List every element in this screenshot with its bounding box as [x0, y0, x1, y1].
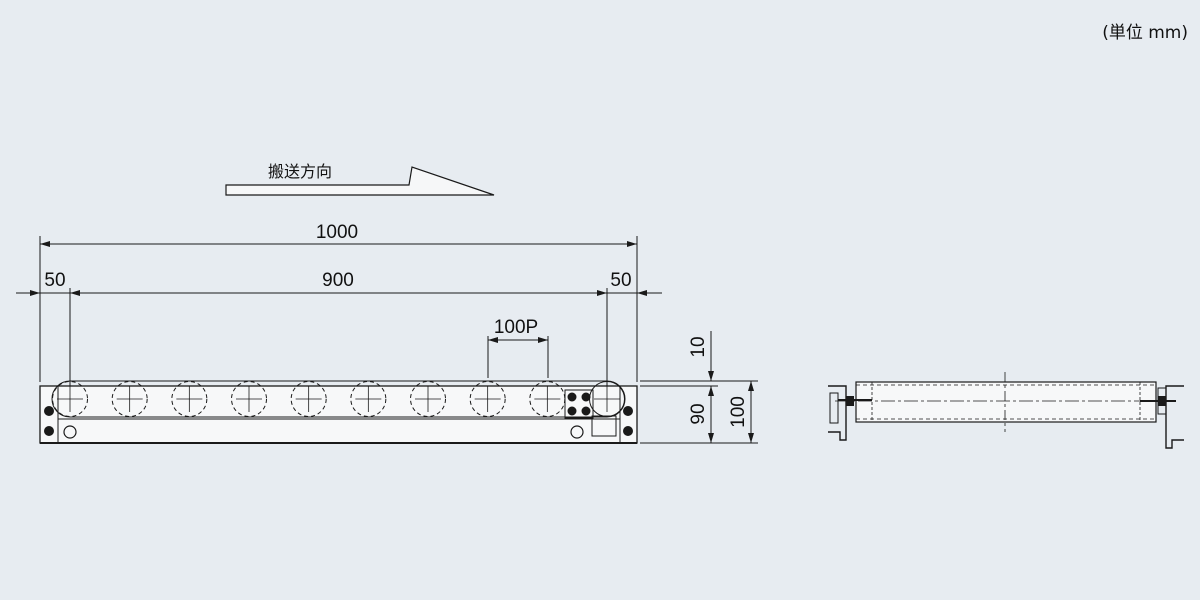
- side-bracket-left: [828, 385, 847, 441]
- roller-circle: [290, 381, 327, 417]
- dim-label-10: 10: [688, 336, 709, 357]
- dim-label-50-right: 50: [610, 270, 631, 291]
- dim-label-1000: 1000: [316, 222, 358, 243]
- roller-6: [350, 381, 387, 417]
- bolt-right-bottom: [623, 426, 633, 436]
- mounting-hole-right: [570, 425, 584, 439]
- motor-bolt-1: [567, 392, 577, 402]
- dim-label-pitch: 100P: [494, 317, 538, 338]
- side-plate-left: [829, 392, 839, 424]
- motor-bolt-3: [567, 406, 577, 416]
- direction-arrow: 搬送方向: [225, 162, 495, 196]
- mounting-hole-left: [63, 425, 77, 439]
- dim-label-50-left: 50: [44, 270, 65, 291]
- front-view: [39, 380, 638, 444]
- roller-circle: [410, 381, 446, 417]
- frame-outline: [39, 385, 638, 444]
- roller-circle: [231, 381, 267, 417]
- side-view: [828, 372, 1184, 449]
- direction-arrow-shape: [225, 166, 495, 196]
- bolt-left-top: [44, 406, 54, 416]
- dim-overall-length: [39, 236, 638, 382]
- roller-4: [231, 381, 267, 417]
- bolt-right-top: [623, 406, 633, 416]
- motor-cover: [591, 415, 617, 437]
- roller-3: [171, 381, 208, 417]
- direction-label: 搬送方向: [268, 162, 332, 181]
- roller-circle: [52, 381, 88, 417]
- side-nut-left: [846, 396, 854, 406]
- roller-10: [589, 381, 625, 417]
- motor-bolt-4: [581, 406, 591, 416]
- dim-label-90: 90: [688, 403, 709, 424]
- dim-vertical: [640, 331, 758, 444]
- roller-circle: [469, 381, 506, 417]
- roller-1: [52, 381, 88, 417]
- roller-8: [469, 381, 506, 417]
- dim-pitch: [487, 336, 549, 378]
- motor-bolt-2: [581, 392, 591, 402]
- roller-5: [290, 381, 327, 417]
- bolt-left-bottom: [44, 426, 54, 436]
- roller-7: [410, 381, 446, 417]
- side-bracket-right: [1165, 385, 1184, 449]
- roller-circle: [171, 381, 208, 417]
- side-roller-body: [855, 381, 1157, 423]
- unit-label: (単位 mm): [1102, 23, 1188, 43]
- dim-label-900: 900: [322, 270, 354, 291]
- roller-circle: [350, 381, 387, 417]
- roller-circle: [111, 381, 148, 417]
- motor-block: [564, 389, 594, 419]
- dim-label-100: 100: [728, 396, 749, 428]
- roller-2: [111, 381, 148, 417]
- dim-roller-span: [16, 288, 662, 400]
